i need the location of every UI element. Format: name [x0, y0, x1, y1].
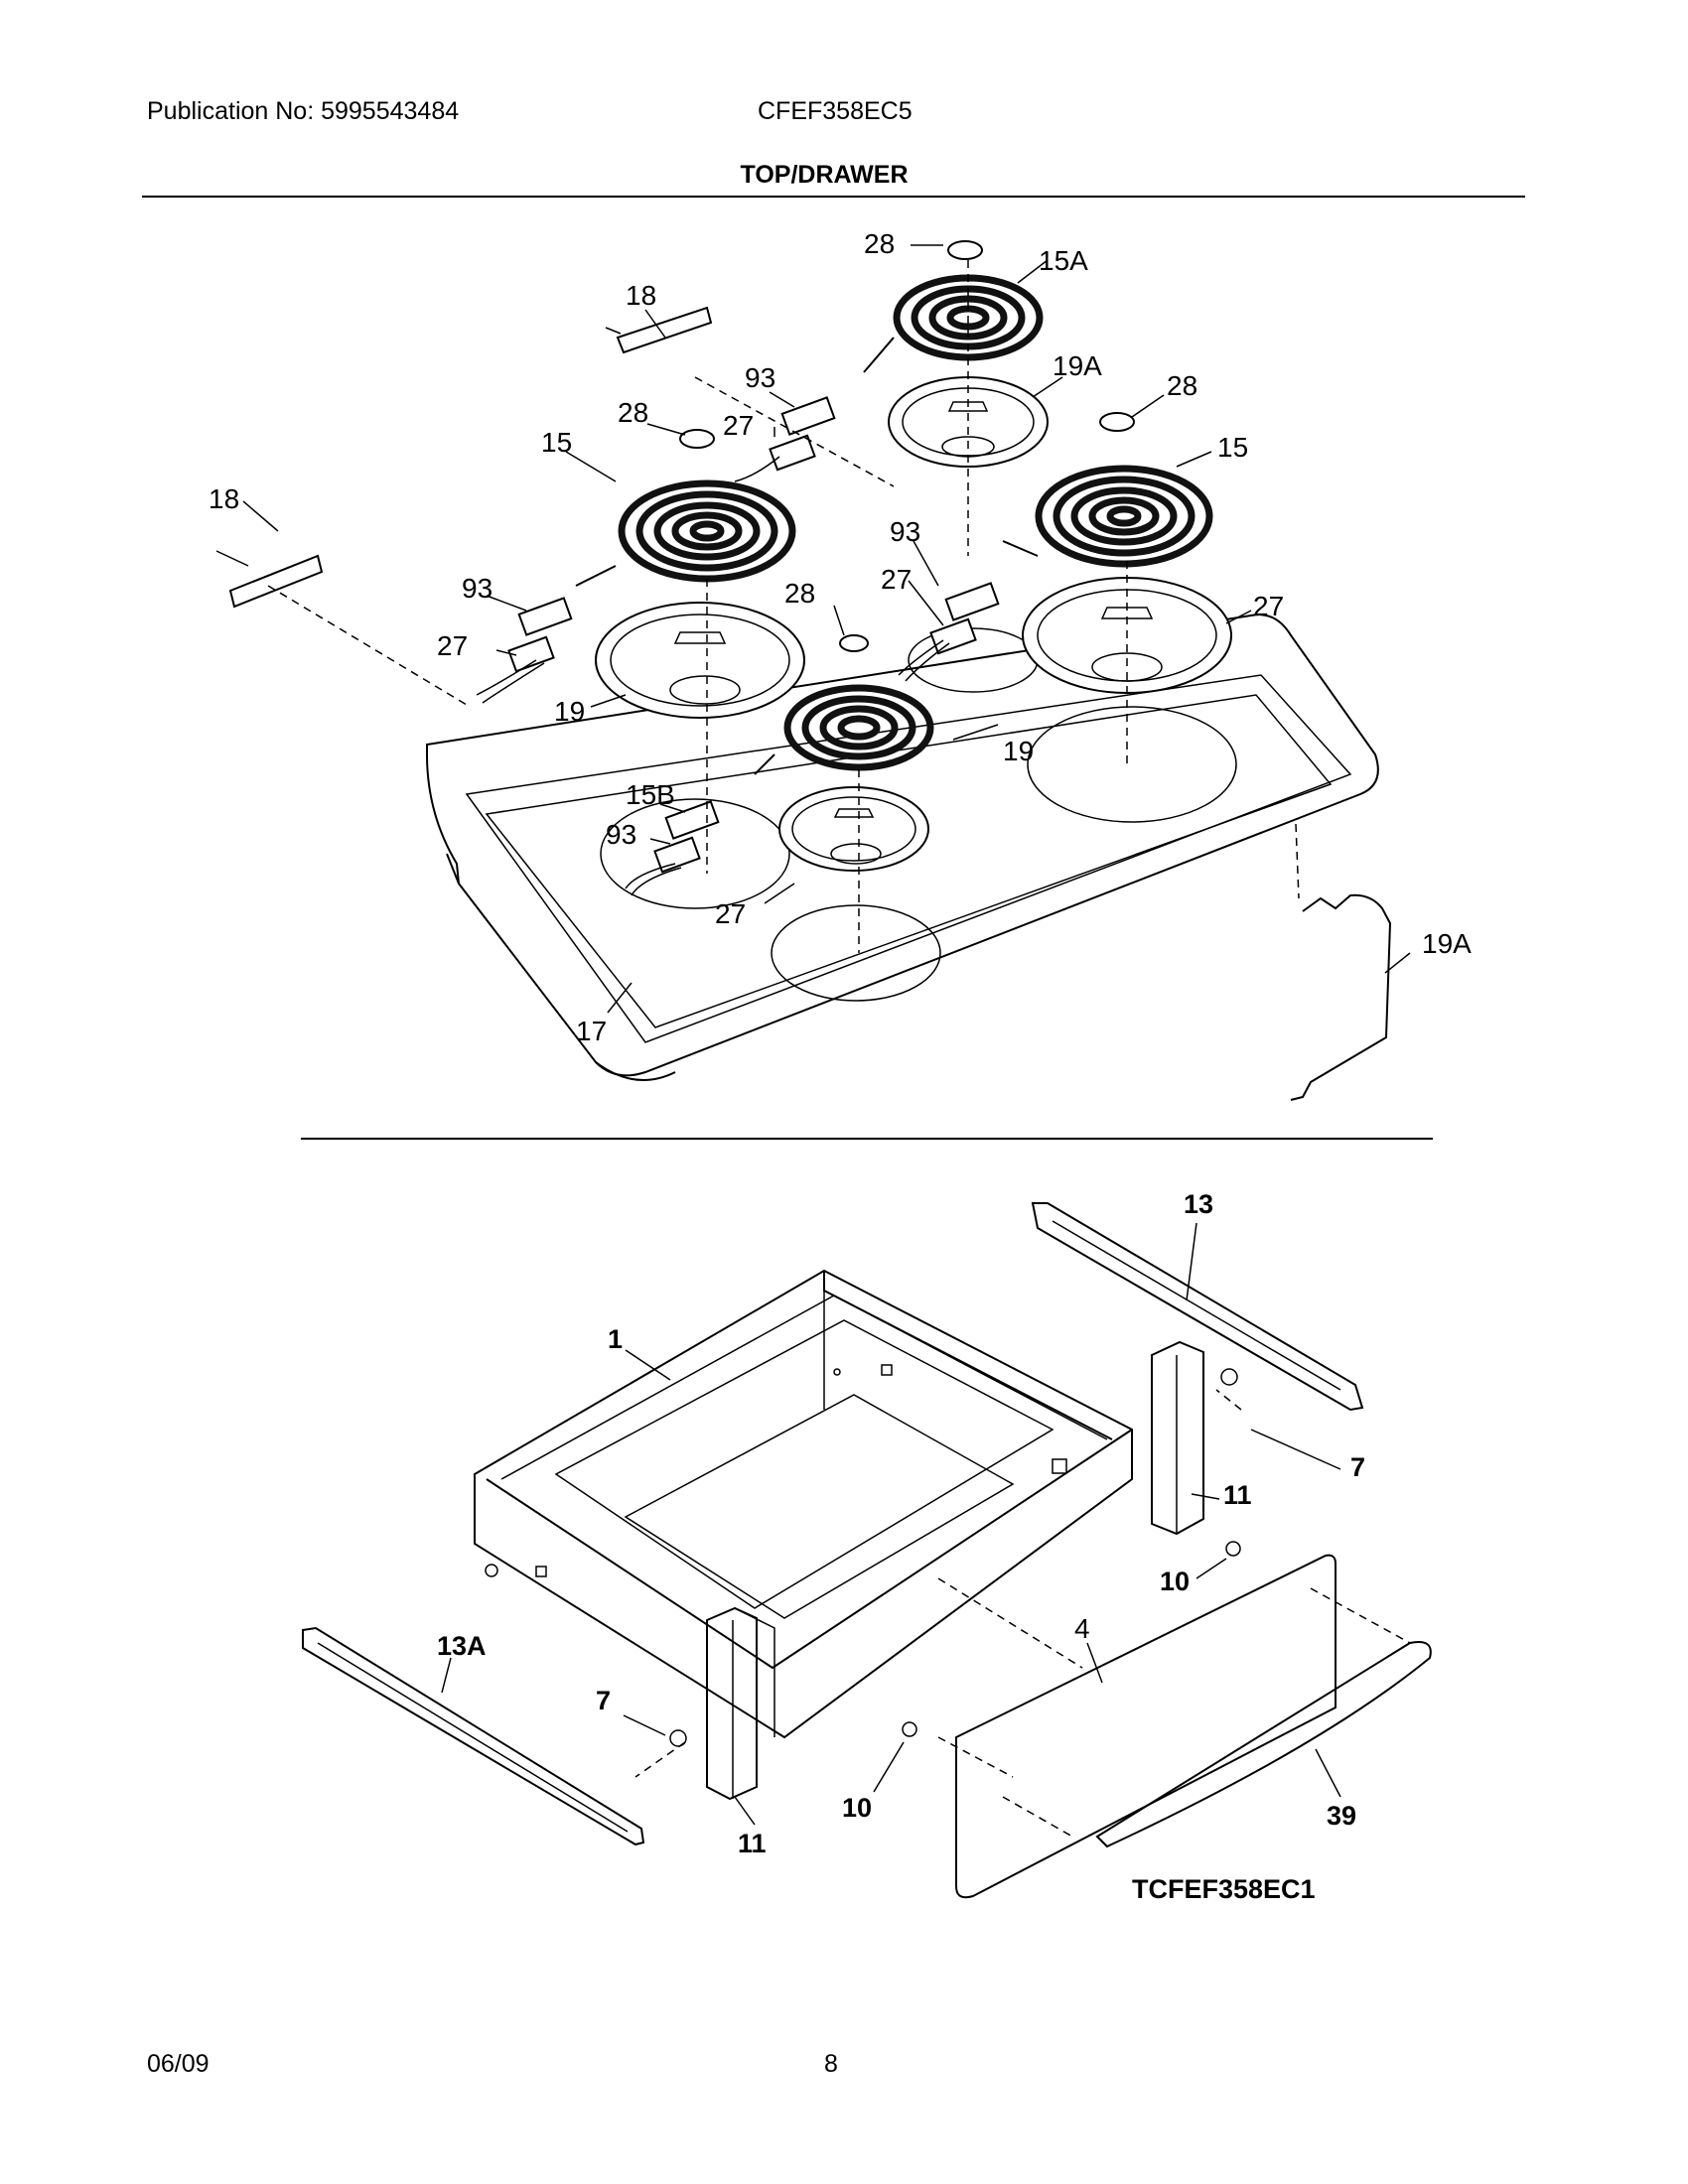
callout-27: 27	[881, 564, 912, 595]
receptacle-block	[507, 396, 1000, 874]
callout-15A: 15A	[1039, 245, 1088, 276]
trim-ring	[1099, 412, 1135, 432]
callout-28: 28	[864, 228, 895, 259]
callout-93: 93	[745, 362, 775, 393]
callout-27: 93	[606, 819, 636, 850]
callout-13A: 13A	[437, 1631, 487, 1661]
drawer-callouts: 13 1 7 11 10 4 13A 7 10 39 11	[437, 1189, 1365, 1858]
callout-18: 18	[626, 280, 656, 311]
callout-39: 39	[1327, 1801, 1356, 1831]
callout-10: 10	[1160, 1567, 1190, 1596]
callout-7: 7	[596, 1686, 611, 1715]
section-divider	[301, 1138, 1433, 1140]
surface-element-front-small	[783, 684, 934, 771]
callout-27: 27	[723, 410, 754, 441]
surface-element-back-left	[618, 479, 796, 583]
top-callouts: 28 15A 18 93 19A 28 28 27 15 15 18 93 93…	[209, 228, 1472, 1046]
callout-28: 28	[1167, 370, 1197, 401]
callout-15: 15	[541, 427, 572, 458]
callout-93: 93	[462, 573, 492, 604]
drip-bowl-front-left	[595, 602, 805, 719]
footer-date: 06/09	[147, 2050, 210, 2078]
top-leader-lines	[242, 244, 1411, 1014]
callout-18: 18	[209, 483, 239, 514]
callout-15B: 19	[1003, 736, 1034, 766]
callout-13: 13	[1184, 1189, 1213, 1219]
figure-id: TCFEF358EC1	[1132, 1874, 1316, 1904]
page-number: 8	[824, 2050, 838, 2078]
trim-ring	[947, 240, 983, 260]
callout-7: 7	[1350, 1452, 1365, 1482]
drawer-leader-lines	[441, 1222, 1341, 1826]
callout-28: 28	[618, 397, 648, 428]
callout-19: 27	[1253, 591, 1284, 621]
callout-28: 28	[784, 578, 815, 609]
callout-10: 10	[842, 1793, 872, 1823]
callout-11: 11	[738, 1829, 767, 1858]
element-bracket	[215, 306, 713, 609]
drawer-assembly	[302, 1202, 1432, 1899]
drip-bowl-front-small	[778, 786, 929, 872]
callout-16: 17	[576, 1016, 607, 1046]
callout-11: 11	[1223, 1480, 1252, 1510]
callout-15: 15	[1217, 432, 1248, 463]
callout-1: 1	[608, 1324, 623, 1354]
callout-27: 27	[437, 630, 468, 661]
header-rule	[142, 196, 1525, 198]
page-title: TOP/DRAWER	[740, 161, 909, 189]
publication-number: Publication No: 5995543484	[147, 97, 460, 125]
callout-93: 93	[890, 516, 920, 547]
surface-element-back-right	[1035, 465, 1213, 568]
trim-ring	[839, 634, 869, 652]
trim-ring	[679, 429, 715, 449]
callout-19A: 27	[715, 898, 746, 929]
callout-19A: 19A	[1053, 350, 1102, 381]
drip-bowl-back-small	[888, 376, 1049, 468]
cooktop-assembly	[215, 240, 1392, 1101]
callout-17: 19A	[1422, 928, 1472, 959]
callout-4: 4	[1074, 1613, 1090, 1644]
callout-93: 15B	[626, 779, 675, 810]
model-number: CFEF358EC5	[758, 97, 913, 125]
callout-19: 19	[554, 696, 585, 727]
